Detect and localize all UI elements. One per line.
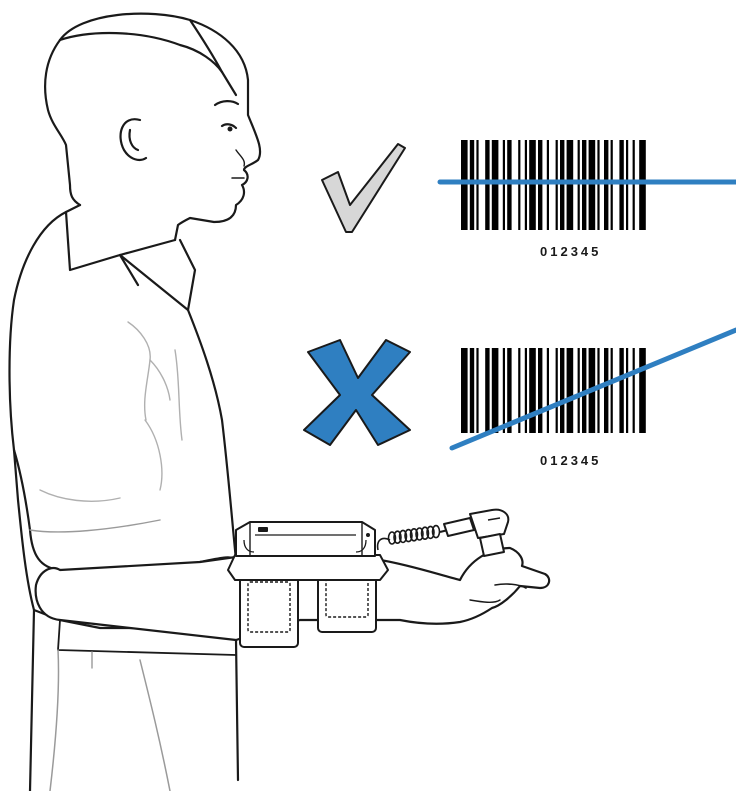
eye: [228, 127, 233, 132]
barcode-bar: [507, 140, 511, 230]
shirt-outline: [10, 212, 239, 780]
barcode-bar: [582, 140, 586, 230]
barcode-bar: [604, 140, 608, 230]
barcode-bar: [626, 348, 628, 433]
barcode-bar: [633, 348, 635, 433]
barcode-bar: [639, 140, 646, 230]
barcode-bar: [476, 348, 478, 433]
barcode-bar: [589, 140, 596, 230]
barcode-bar: [597, 348, 599, 433]
ear-outline: [121, 119, 146, 160]
barcode-bar: [639, 348, 646, 433]
coiled-cable: [378, 526, 456, 550]
barcode-bar: [470, 348, 474, 433]
barcode-bar: [507, 348, 511, 433]
barcode-bar: [461, 348, 468, 433]
x-mark-icon: [304, 340, 410, 445]
barcode-bar: [578, 348, 580, 433]
pants-outline: [30, 610, 34, 791]
barcode-bar: [538, 140, 542, 230]
barcode-bar: [470, 140, 474, 230]
barcode-correct: [461, 140, 646, 230]
barcode-bar: [633, 140, 635, 230]
device-body: [236, 522, 375, 556]
sleeve-outline: [14, 450, 236, 572]
barcode-bar: [611, 348, 613, 433]
barcode-bar: [461, 140, 468, 230]
collar-outline: [66, 205, 195, 310]
barcode-bar: [492, 140, 499, 230]
ring-scanner: [444, 510, 508, 556]
barcode-bar: [518, 140, 520, 230]
barcode-bar: [529, 140, 536, 230]
barcode-bar: [547, 140, 549, 230]
barcode-bar: [560, 348, 564, 433]
barcode-bar: [619, 348, 623, 433]
barcode-bar: [492, 348, 499, 433]
barcode-bar: [597, 140, 599, 230]
barcode-bar: [560, 140, 564, 230]
barcode-bar: [626, 140, 628, 230]
barcode-bar: [485, 140, 489, 230]
barcode-bar: [567, 348, 574, 433]
check-mark-icon: [322, 144, 405, 232]
barcode-bar: [476, 140, 478, 230]
barcode-bar: [503, 140, 505, 230]
barcode-bar: [503, 348, 505, 433]
hair-outline: [45, 40, 80, 205]
barcode-bar: [547, 348, 549, 433]
barcode-bar: [604, 348, 608, 433]
device-base: [228, 555, 388, 580]
barcode-number-incorrect: 012345: [540, 453, 601, 468]
barcode-number-correct: 012345: [540, 244, 601, 259]
person-illustration: [10, 14, 261, 791]
barcode-bar: [578, 140, 580, 230]
barcode-bar: [567, 140, 574, 230]
barcode-bar: [556, 348, 558, 433]
incorrect-example: [304, 330, 736, 448]
barcode-bar: [611, 140, 613, 230]
barcode-bar: [525, 140, 527, 230]
barcode-bar: [619, 140, 623, 230]
barcode-bar: [529, 348, 536, 433]
correct-example: [322, 140, 736, 232]
barcode-bar: [538, 348, 542, 433]
barcode-bar: [556, 140, 558, 230]
barcode-incorrect: [461, 348, 646, 433]
barcode-bar: [485, 348, 489, 433]
